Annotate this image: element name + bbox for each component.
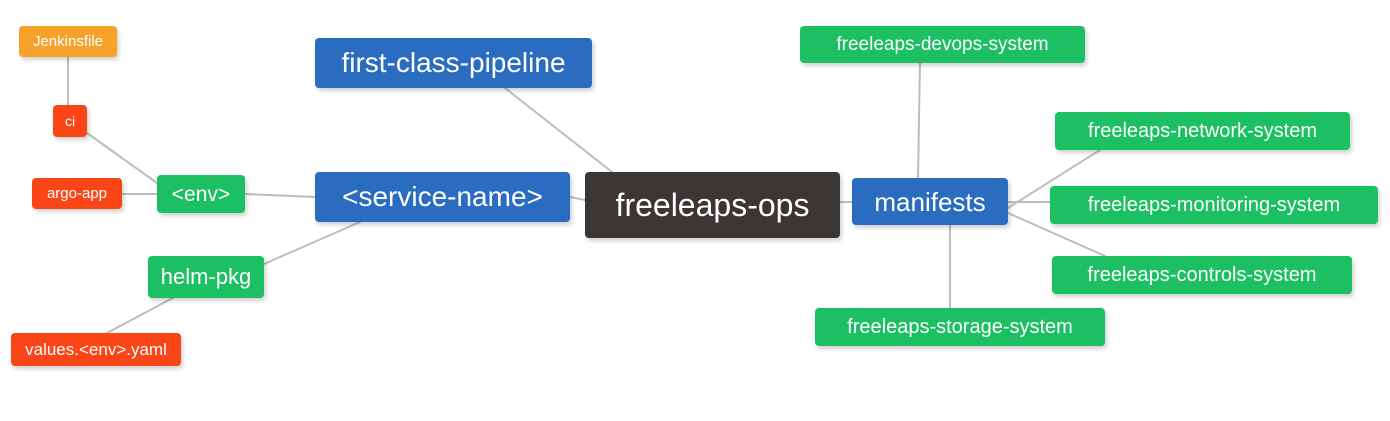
node-freeleaps-controls-system[interactable]: freeleaps-controls-system xyxy=(1052,256,1352,294)
node-ci[interactable]: ci xyxy=(53,105,87,137)
node-first-class-pipeline[interactable]: first-class-pipeline xyxy=(315,38,592,88)
node-freeleaps-ops[interactable]: freeleaps-ops xyxy=(585,172,840,238)
edge-helm-pkg-to-values-env-yaml xyxy=(106,292,183,334)
node-helm-pkg[interactable]: helm-pkg xyxy=(148,256,264,298)
node-manifests[interactable]: manifests xyxy=(852,178,1008,225)
edge-service-name-to-env xyxy=(244,193,316,198)
node-jenkinsfile[interactable]: Jenkinsfile xyxy=(19,26,117,57)
node-values-env-yaml[interactable]: values.<env>.yaml xyxy=(11,333,181,366)
node-argo-app[interactable]: argo-app xyxy=(32,178,122,209)
node-env[interactable]: <env> xyxy=(157,175,245,213)
edge-manifests-to-freeleaps-devops-system xyxy=(917,62,921,179)
edge-freeleaps-ops-to-first-class-pipeline xyxy=(504,87,613,173)
node-freeleaps-storage-system[interactable]: freeleaps-storage-system xyxy=(815,308,1105,346)
edge-env-to-ci xyxy=(86,132,158,184)
node-freeleaps-monitoring-system[interactable]: freeleaps-monitoring-system xyxy=(1050,186,1378,224)
node-service-name[interactable]: <service-name> xyxy=(315,172,570,222)
edge-freeleaps-ops-to-service-name xyxy=(569,196,586,201)
node-freeleaps-network-system[interactable]: freeleaps-network-system xyxy=(1055,112,1350,150)
node-freeleaps-devops-system[interactable]: freeleaps-devops-system xyxy=(800,26,1085,63)
edge-service-name-to-helm-pkg xyxy=(263,221,361,265)
